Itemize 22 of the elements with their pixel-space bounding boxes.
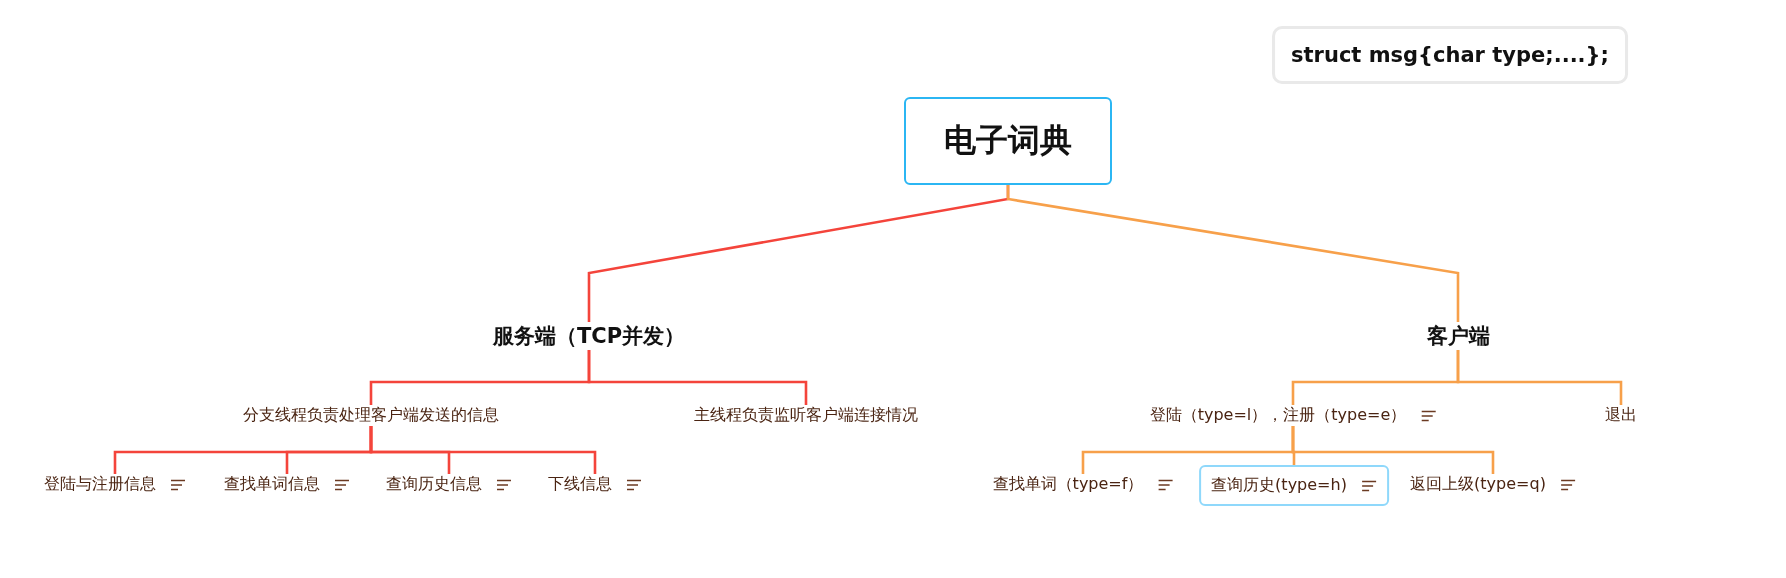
topic-label: 查询历史信息: [386, 474, 482, 495]
connector-line: [1291, 426, 1495, 474]
topic-label: 分支线程负责处理客户端发送的信息: [243, 405, 499, 426]
topic-label: 退出: [1605, 405, 1637, 426]
topic-label: 查询历史(type=h): [1211, 475, 1347, 496]
topic-title: 客户端: [1426, 323, 1490, 350]
topic-title: 电子词典: [944, 120, 1072, 161]
topic-label: 查找单词信息: [224, 474, 320, 495]
topic-label: 下线信息: [548, 474, 612, 495]
topic-label: 主线程负责监听客户端连接情况: [694, 405, 918, 426]
connector-line: [1006, 185, 1460, 322]
note-text: struct msg{char type;....};: [1291, 43, 1609, 67]
root-topic-box: [904, 97, 1112, 185]
topic-label: 登陆（type=l），注册（type=e）: [1149, 405, 1407, 426]
topic-label: 返回上级(type=q): [1410, 474, 1546, 495]
topic-label: 登陆与注册信息: [44, 474, 156, 495]
topic-title: 服务端（TCP并发）: [492, 323, 686, 350]
connector-line: [587, 350, 808, 405]
selected-topic-box: [1199, 465, 1389, 506]
connector-line: [369, 426, 597, 474]
connector-line: [1456, 350, 1623, 405]
topic-label: 查找单词（type=f）: [992, 474, 1144, 495]
